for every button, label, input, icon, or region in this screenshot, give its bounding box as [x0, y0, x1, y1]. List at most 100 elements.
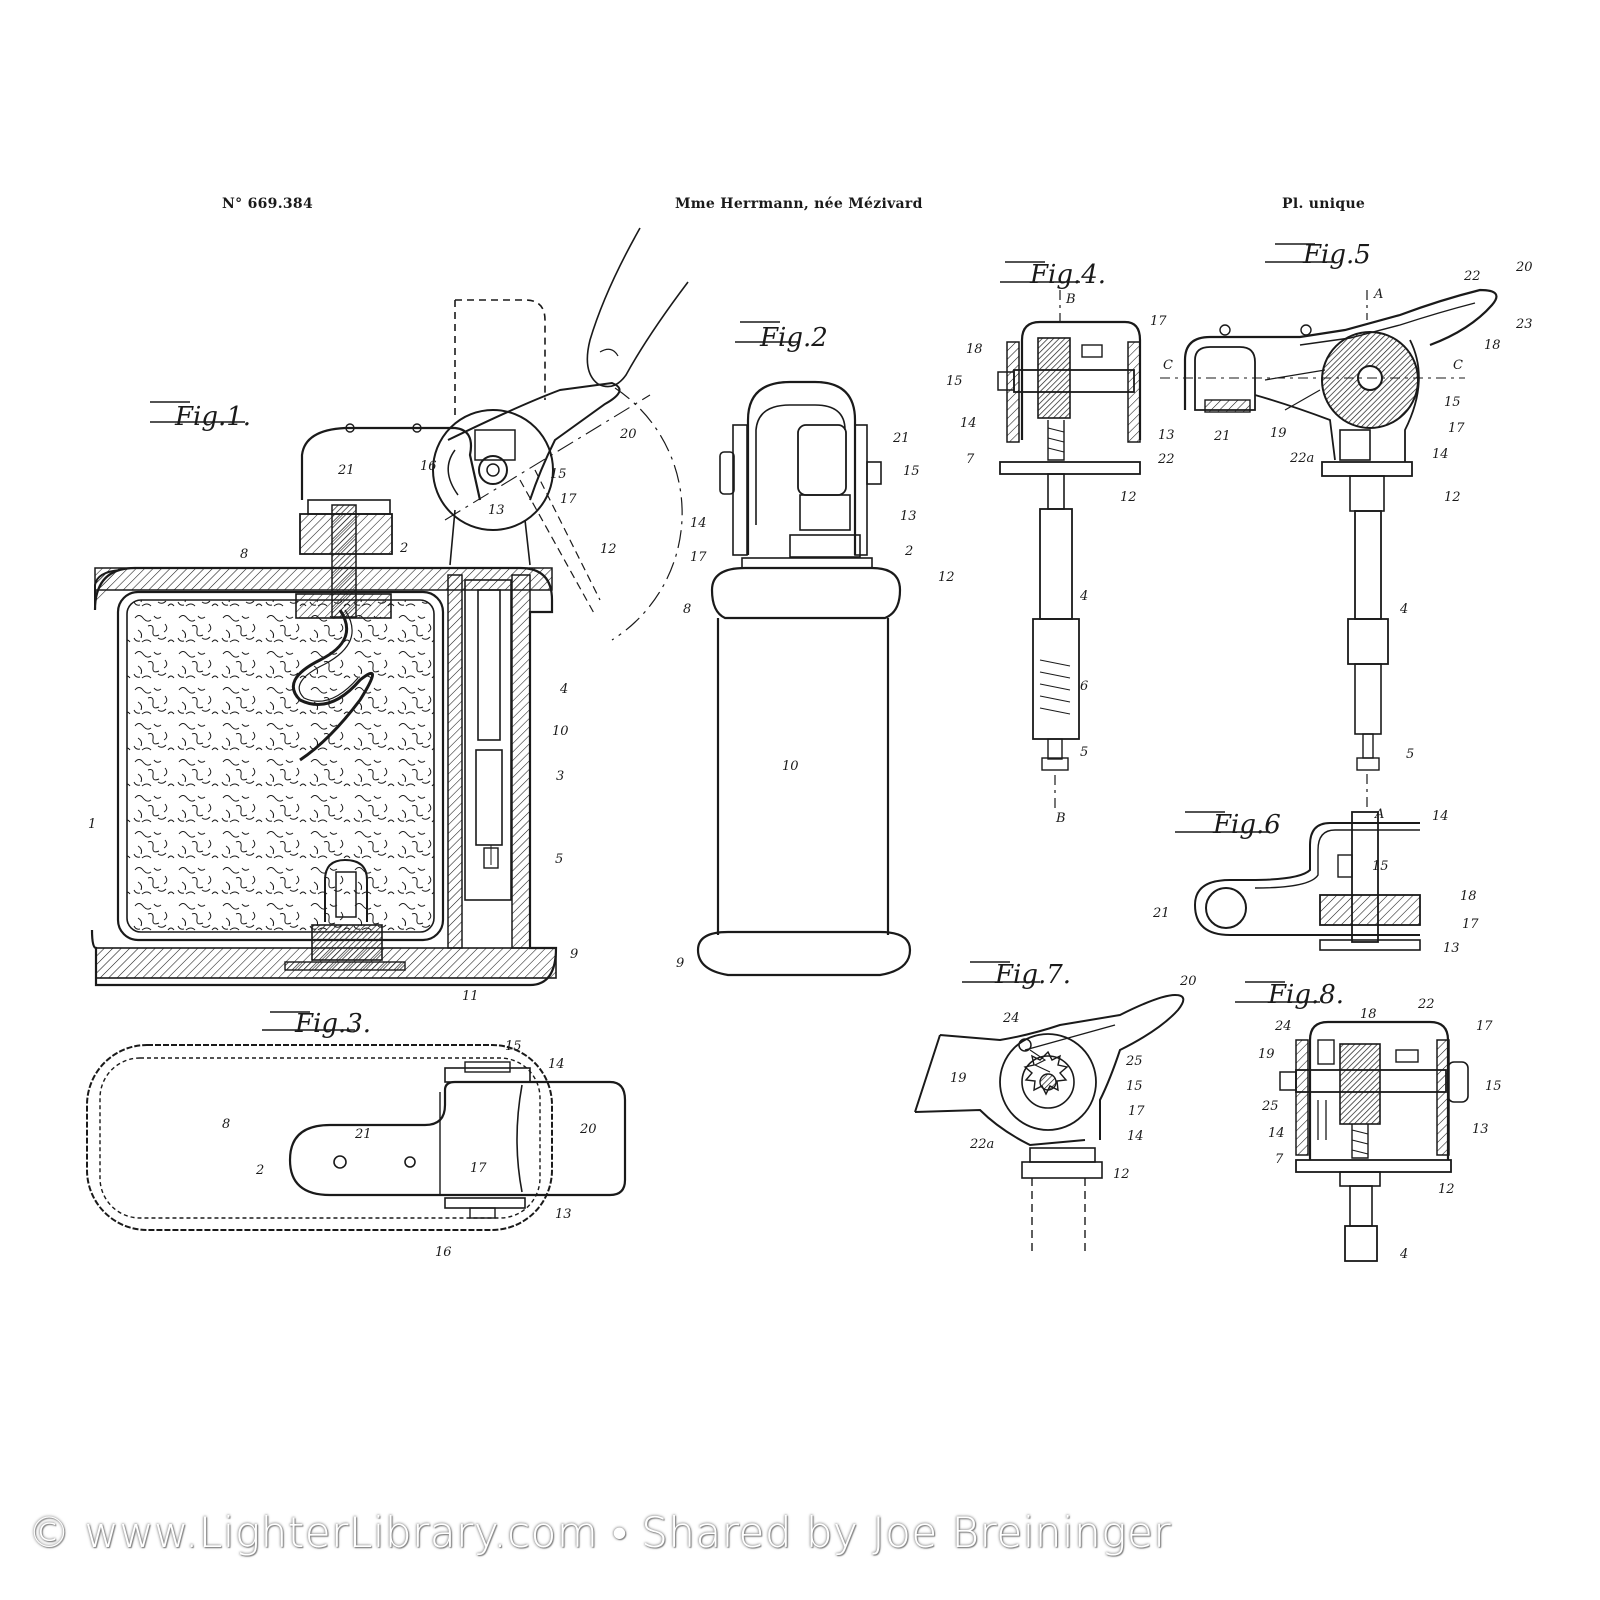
fig2-label-12: 12	[938, 570, 955, 585]
fig2-label-15: 15	[903, 464, 920, 479]
fig2-label-21: 21	[892, 431, 910, 446]
figure-4: Fig.4. B 17 18 15 14 7 22 13 12 4	[946, 260, 1175, 826]
fig4-title: Fig.4.	[1029, 260, 1106, 290]
fig7-label-15: 15	[1126, 1079, 1143, 1094]
fig4-label-B-top: B	[1065, 292, 1076, 307]
fig1-label-21: 21	[337, 463, 355, 478]
fig8-label-13: 13	[1472, 1122, 1489, 1137]
inventor-name: Mme Herrmann, née Mézivard	[675, 196, 923, 212]
fig1-label-8: 8	[240, 547, 248, 562]
fig4-label-15: 15	[946, 374, 963, 389]
fig5-label-A-bottom: A	[1374, 807, 1384, 822]
fig4-label-14: 14	[960, 416, 977, 431]
fig5-label-21: 21	[1213, 429, 1231, 444]
fig7-label-12: 12	[1113, 1167, 1130, 1182]
figure-1: Fig.1.	[88, 227, 689, 1004]
fig7-label-22a: 22a	[969, 1137, 994, 1152]
figure-2: Fig.2 21 15 14 17 13 2 12 8 10 9	[676, 321, 955, 977]
fig2-label-13: 13	[900, 509, 917, 524]
fig5-label-17: 17	[1448, 421, 1465, 436]
fig3-label-16: 16	[435, 1245, 452, 1260]
fig4-label-12: 12	[1120, 490, 1137, 505]
fig6-title: Fig.6	[1212, 810, 1281, 840]
fig2-label-17: 17	[690, 550, 707, 565]
fig4-label-18: 18	[966, 342, 983, 357]
fig8-label-25: 25	[1261, 1099, 1279, 1114]
fig7-label-24: 24	[1002, 1011, 1020, 1026]
fig6-label-17: 17	[1462, 917, 1479, 932]
fig5-label-22a: 22a	[1289, 451, 1314, 466]
fig7-title: Fig.7.	[994, 960, 1071, 990]
copyright-watermark: © www.LighterLibrary.com • Shared by Joe…	[28, 1508, 1172, 1557]
fig1-label-12: 12	[600, 542, 617, 557]
fig5-label-15: 15	[1444, 395, 1461, 410]
fig1-label-4: 4	[559, 682, 568, 697]
fig1-label-11: 11	[462, 989, 479, 1004]
fig1-label-16: 16	[420, 459, 437, 474]
fig5-label-22: 22	[1463, 269, 1481, 284]
fig8-title: Fig.8.	[1267, 980, 1344, 1010]
figure-5: Fig.5 A 22 20 23 18 C C	[1160, 240, 1533, 822]
fig5-label-14: 14	[1432, 447, 1449, 462]
fig6-label-18: 18	[1460, 889, 1477, 904]
fig8-label-19: 19	[1258, 1047, 1275, 1062]
fig5-label-A-top: A	[1373, 287, 1383, 302]
fig6-label-13: 13	[1443, 941, 1460, 956]
fig2-label-8: 8	[683, 602, 691, 617]
figure-6: Fig.6 14 15 21 18 17 13	[1152, 809, 1479, 956]
fig3-label-14: 14	[548, 1057, 565, 1072]
fig3-label-2: 2	[255, 1163, 264, 1178]
fig3-label-17: 17	[470, 1161, 487, 1176]
fig5-label-12: 12	[1444, 490, 1461, 505]
fig8-label-18: 18	[1360, 1007, 1377, 1022]
fig2-label-10: 10	[782, 759, 799, 774]
figure-3: Fig.3. 15 14 8 21 20 2 17 13 16	[86, 1009, 627, 1260]
fig1-label-15: 15	[550, 467, 567, 482]
fig4-label-22: 22	[1157, 452, 1175, 467]
fig7-label-20: 20	[1179, 974, 1197, 989]
fig5-label-C-left: C	[1163, 358, 1173, 373]
fig8-label-22: 22	[1417, 997, 1435, 1012]
fig4-label-17: 17	[1150, 314, 1167, 329]
fig5-label-5: 5	[1406, 747, 1414, 762]
fig1-label-5: 5	[555, 852, 563, 867]
fig7-label-25: 25	[1125, 1054, 1143, 1069]
fig1-label-20: 20	[619, 427, 637, 442]
fig8-label-14: 14	[1268, 1126, 1285, 1141]
fig2-title: Fig.2	[759, 323, 828, 353]
fig7-label-17: 17	[1128, 1104, 1145, 1119]
fig4-label-B-bottom: B	[1055, 811, 1066, 826]
fig3-label-15: 15	[505, 1039, 522, 1054]
figure-8: Fig.8. 18 22 24 17 19 15 25 14 13 7 12	[1235, 980, 1502, 1262]
fig3-title: Fig.3.	[294, 1009, 371, 1039]
fig1-label-9: 9	[570, 947, 578, 962]
fig1-label-2: 2	[399, 541, 408, 556]
fig2-label-9: 9	[676, 956, 684, 971]
fig1-label-1: 1	[88, 817, 96, 832]
fig8-label-24: 24	[1274, 1019, 1292, 1034]
fig1-title: Fig.1.	[174, 402, 251, 432]
fig5-label-20: 20	[1515, 260, 1533, 275]
fig7-label-14: 14	[1127, 1129, 1144, 1144]
fig1-label-10: 10	[552, 724, 569, 739]
fig5-label-23: 23	[1515, 317, 1533, 332]
fig5-title: Fig.5	[1302, 240, 1371, 270]
fig1-label-13: 13	[488, 503, 505, 518]
fig3-label-20: 20	[579, 1122, 597, 1137]
fig6-label-15: 15	[1372, 859, 1389, 874]
fig8-label-17: 17	[1476, 1019, 1493, 1034]
fig3-label-13: 13	[555, 1207, 572, 1222]
fig4-label-6: 6	[1080, 679, 1088, 694]
fig2-label-14: 14	[690, 516, 707, 531]
patent-number: N° 669.384	[222, 196, 313, 212]
fig8-label-7: 7	[1275, 1152, 1284, 1167]
fig4-label-5: 5	[1080, 745, 1088, 760]
fig5-label-18: 18	[1484, 338, 1501, 353]
fig6-label-14: 14	[1432, 809, 1449, 824]
fig2-label-2: 2	[904, 544, 913, 559]
fig3-label-8: 8	[222, 1117, 230, 1132]
fig8-label-12: 12	[1438, 1182, 1455, 1197]
fig7-label-19: 19	[950, 1071, 967, 1086]
fig4-label-4: 4	[1079, 589, 1088, 604]
